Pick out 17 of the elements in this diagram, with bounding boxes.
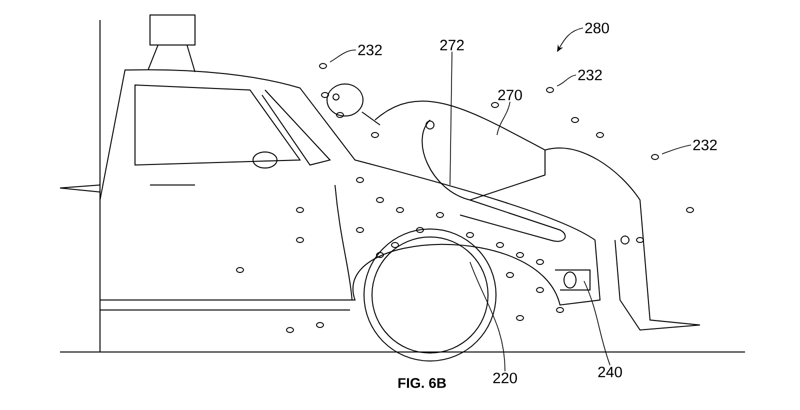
leader-line xyxy=(470,262,506,372)
reference-number: 270 xyxy=(498,90,522,100)
leader-line xyxy=(450,51,452,186)
reference-number: 232 xyxy=(358,44,382,56)
figure-caption: FIG. 6B xyxy=(398,378,446,388)
reference-number: 220 xyxy=(493,372,517,384)
reference-number: 232 xyxy=(578,70,602,80)
reference-number: 272 xyxy=(440,40,464,50)
leader-line xyxy=(556,74,576,86)
leader-line xyxy=(662,144,692,154)
leader-line xyxy=(584,280,610,366)
reference-number: 232 xyxy=(693,140,717,150)
reference-number: 280 xyxy=(585,22,609,34)
leader-line xyxy=(330,50,356,62)
arrow xyxy=(557,28,584,52)
reference-number: 240 xyxy=(598,366,622,378)
leader-line xyxy=(496,101,510,136)
